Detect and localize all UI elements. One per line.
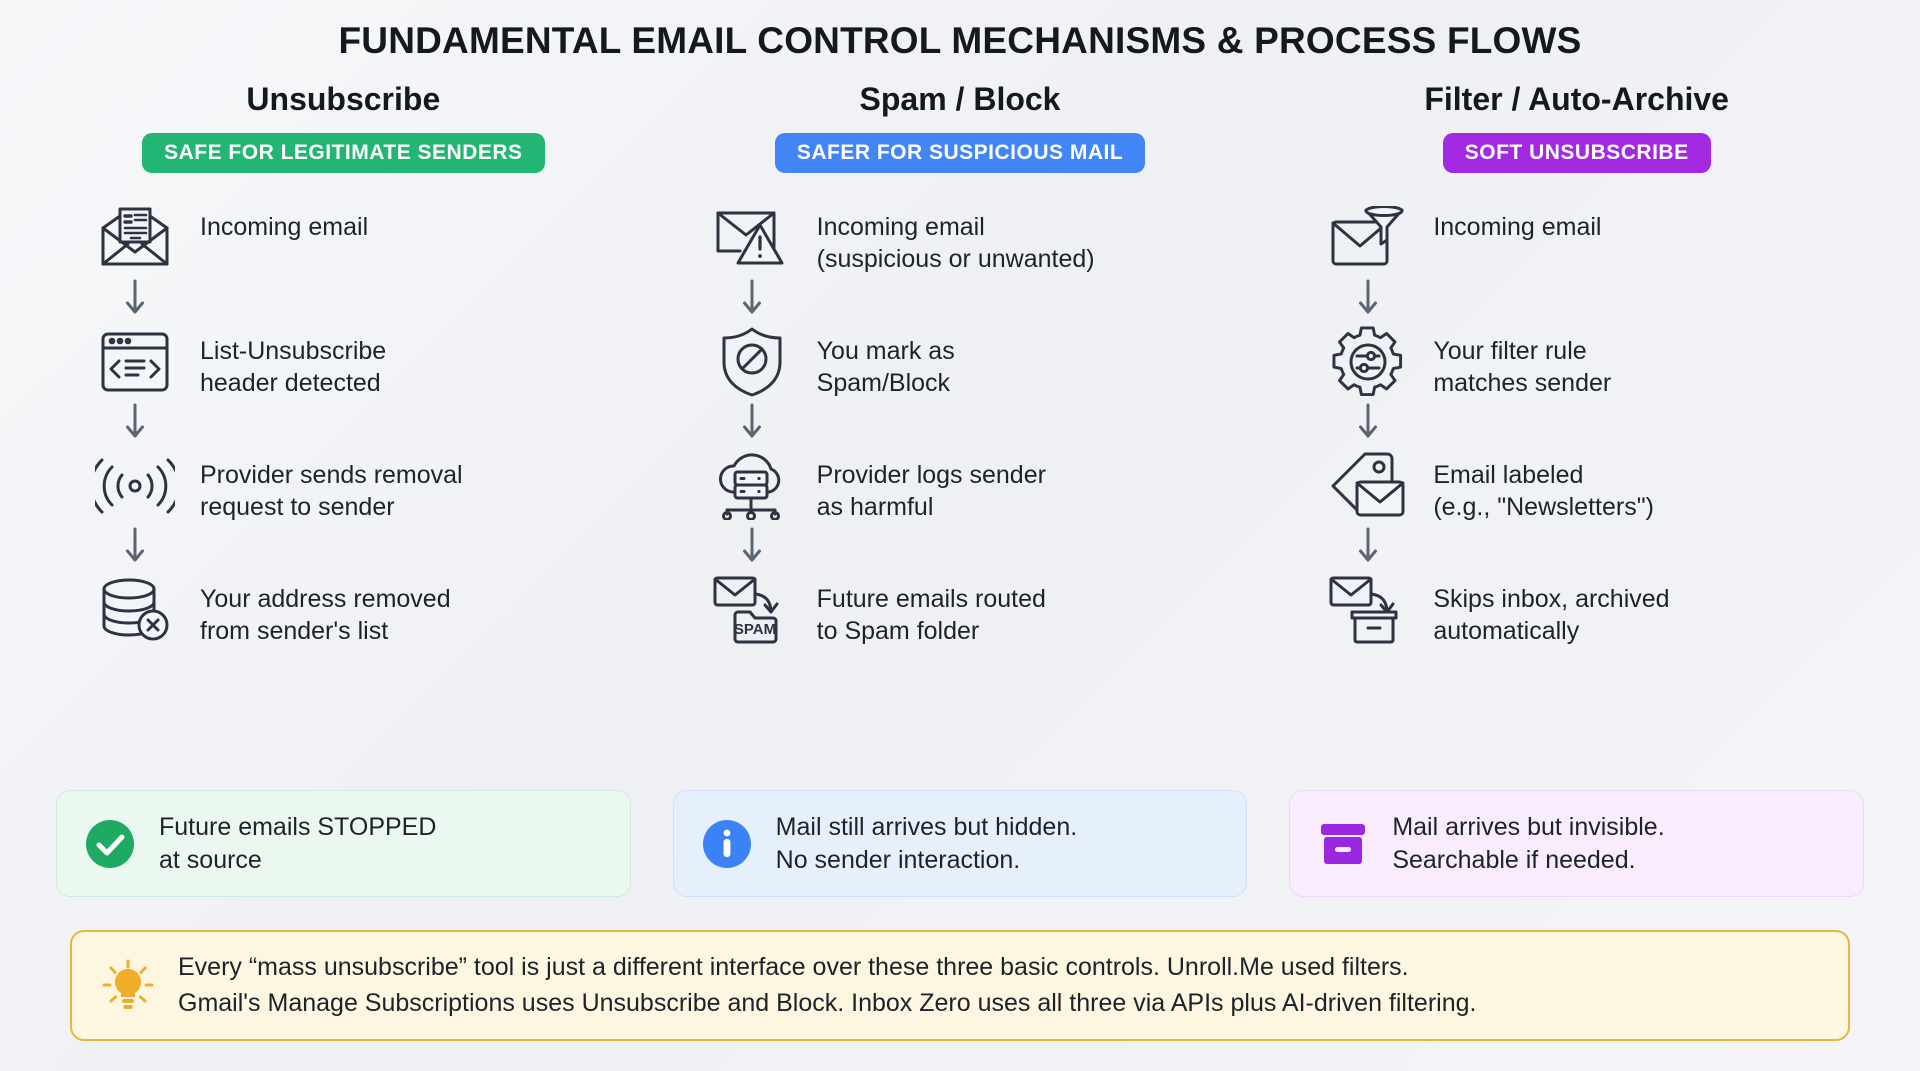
step-item: Incoming email: [1325, 199, 1601, 277]
column-heading: Unsubscribe: [246, 81, 441, 118]
outcome-text: Mail still arrives but hidden. No sender…: [775, 813, 1078, 874]
step-item: Skips inbox, archived automatically: [1325, 571, 1670, 649]
code-window-icon: [92, 323, 178, 401]
outcome-text: Mail arrives but invisible. Searchable i…: [1392, 813, 1665, 874]
column-badge: SAFE FOR LEGITIMATE SENDERS: [142, 132, 545, 173]
step-text: Provider sends removal request to sender: [200, 460, 463, 521]
flow-arrow-icon: [709, 401, 795, 447]
newsletter-envelope-icon: [92, 199, 178, 277]
step-text: Provider logs sender as harmful: [816, 460, 1046, 521]
step-item: SPAM Future emails routed to Spam folder: [709, 571, 1046, 649]
check-circle-icon: [83, 817, 137, 871]
step-text: You mark as Spam/Block: [816, 336, 955, 397]
step-text: Skips inbox, archived automatically: [1433, 584, 1670, 645]
flow-arrow-icon: [709, 525, 795, 571]
archive-box-icon: [1316, 817, 1370, 871]
step-text: Future emails routed to Spam folder: [816, 584, 1046, 645]
cloud-server-icon: [709, 447, 795, 525]
step-text: Incoming email: [1433, 212, 1602, 241]
step-text: Your address removed from sender's list: [200, 584, 451, 645]
steps-list: Incoming email: [1289, 199, 1864, 649]
step-item: Email labeled (e.g., "Newsletters"): [1325, 447, 1654, 525]
database-remove-icon: [92, 571, 178, 649]
footer-note-text: Every “mass unsubscribe” tool is just a …: [178, 953, 1477, 1017]
step-text: Email labeled (e.g., "Newsletters"): [1433, 460, 1654, 521]
lightbulb-icon: [100, 958, 156, 1014]
outcome-card-spam-block: Mail still arrives but hidden. No sender…: [672, 790, 1248, 897]
step-item: Provider sends removal request to sender: [92, 447, 463, 525]
step-item: You mark as Spam/Block: [709, 323, 955, 401]
svg-text:SPAM: SPAM: [734, 621, 776, 638]
steps-list: Incoming email: [56, 199, 631, 649]
step-item: Your address removed from sender's list: [92, 571, 451, 649]
step-text: Incoming email: [200, 212, 369, 241]
envelope-to-spam-folder-icon: SPAM: [709, 571, 795, 649]
column-filter-auto-archive: Filter / Auto-Archive SOFT UNSUBSCRIBE I…: [1289, 80, 1864, 648]
column-badge: SAFER FOR SUSPICIOUS MAIL: [774, 132, 1146, 173]
step-item: Incoming email: [92, 199, 368, 277]
flow-arrow-icon: [92, 401, 178, 447]
column-spam-block: Spam / Block SAFER FOR SUSPICIOUS MAIL: [673, 80, 1248, 648]
info-circle-icon: [700, 817, 754, 871]
step-item: List-Unsubscribe header detected: [92, 323, 386, 401]
flow-arrow-icon: [1325, 525, 1411, 571]
steps-list: Incoming email (suspicious or unwanted): [673, 199, 1248, 649]
column-heading: Filter / Auto-Archive: [1424, 81, 1729, 118]
outcome-card-unsubscribe: Future emails STOPPED at source: [56, 790, 631, 897]
step-text: List-Unsubscribe header detected: [200, 336, 387, 397]
envelope-funnel-icon: [1325, 199, 1411, 277]
tag-envelope-icon: [1325, 447, 1411, 525]
footer-note: Every “mass unsubscribe” tool is just a …: [70, 930, 1850, 1041]
step-item: Incoming email (suspicious or unwanted): [709, 199, 1095, 277]
envelope-to-archive-box-icon: [1325, 571, 1411, 649]
column-unsubscribe: Unsubscribe SAFE FOR LEGITIMATE SENDERS: [56, 80, 631, 648]
step-text: Your filter rule matches sender: [1433, 336, 1612, 397]
step-item: Your filter rule matches sender: [1325, 323, 1611, 401]
broadcast-signal-icon: [92, 447, 178, 525]
columns-container: Unsubscribe SAFE FOR LEGITIMATE SENDERS: [56, 80, 1864, 648]
envelope-warning-icon: [709, 199, 795, 277]
column-heading: Spam / Block: [859, 81, 1061, 118]
outcome-card-filter-archive: Mail arrives but invisible. Searchable i…: [1289, 790, 1864, 897]
page-title: FUNDAMENTAL EMAIL CONTROL MECHANISMS & P…: [338, 20, 1582, 61]
flow-arrow-icon: [1325, 277, 1411, 323]
step-item: Provider logs sender as harmful: [709, 447, 1046, 525]
shield-block-icon: [709, 323, 795, 401]
flow-arrow-icon: [1325, 401, 1411, 447]
flow-arrow-icon: [92, 525, 178, 571]
step-text: Incoming email (suspicious or unwanted): [816, 212, 1095, 273]
gear-sliders-icon: [1325, 323, 1411, 401]
flow-arrow-icon: [92, 277, 178, 323]
outcomes-container: Future emails STOPPED at source Mail sti…: [56, 790, 1864, 897]
flow-arrow-icon: [709, 277, 795, 323]
outcome-text: Future emails STOPPED at source: [159, 813, 437, 874]
column-badge: SOFT UNSUBSCRIBE: [1442, 132, 1711, 173]
